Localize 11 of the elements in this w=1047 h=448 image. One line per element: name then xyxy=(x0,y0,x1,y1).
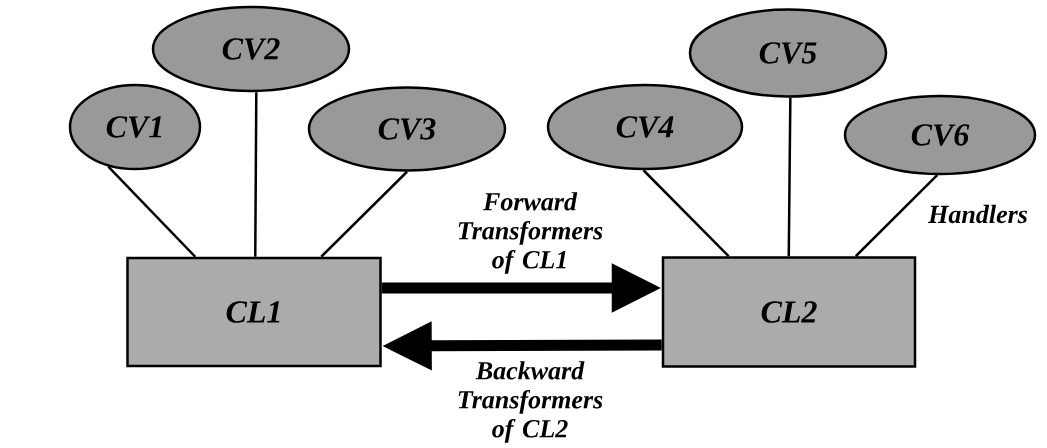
connector-line xyxy=(787,97,792,257)
process-box: CL1 xyxy=(126,256,382,368)
process-box: CL2 xyxy=(661,256,917,368)
connector-line xyxy=(254,92,258,257)
edge-label: Backward Transformers of CL2 xyxy=(458,361,603,443)
connector-line xyxy=(107,165,197,258)
connector-line xyxy=(320,170,408,258)
edge-label: Forward Transformers of CL1 xyxy=(458,192,603,274)
connector-line xyxy=(642,169,730,258)
connector-line xyxy=(854,174,939,258)
edge-label: Handlers xyxy=(928,204,1028,224)
